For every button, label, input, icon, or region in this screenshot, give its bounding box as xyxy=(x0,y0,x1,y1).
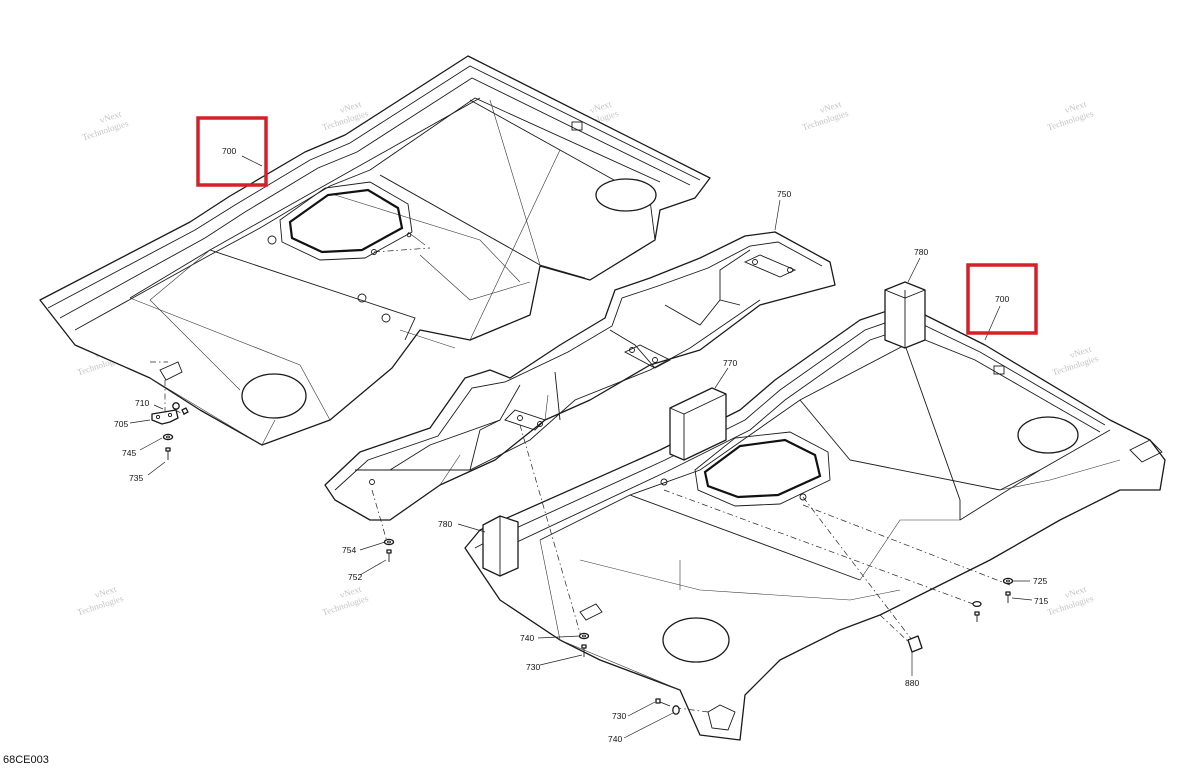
leader-lines xyxy=(129,155,1033,739)
bracket-icon xyxy=(151,409,179,425)
highlight-boxes xyxy=(196,116,1038,335)
screw-icon xyxy=(581,644,587,657)
callout-730-bottom[interactable]: 730 xyxy=(612,711,626,721)
screw-icon xyxy=(655,698,671,707)
assembly-lines xyxy=(150,247,1011,713)
washer-icon xyxy=(578,632,590,640)
screw-icon xyxy=(974,611,980,622)
washer-icon xyxy=(672,705,680,715)
screw-icon xyxy=(1005,591,1011,603)
screw-icon xyxy=(386,549,392,562)
washer-icon xyxy=(1002,577,1014,585)
hardware-layer xyxy=(151,402,1014,715)
washer-icon xyxy=(162,433,174,441)
highlight-box-700-rear xyxy=(966,263,1038,335)
callout-710[interactable]: 710 xyxy=(135,398,149,408)
callout-labels: 700 710 705 745 735 750 780 700 770 780 … xyxy=(114,146,1048,744)
figure-code: 68CE003 xyxy=(3,754,49,766)
callout-700-front[interactable]: 700 xyxy=(222,146,236,156)
callout-740-bottom[interactable]: 740 xyxy=(608,734,622,744)
callout-752[interactable]: 752 xyxy=(348,572,362,582)
callout-740-center[interactable]: 740 xyxy=(520,633,534,643)
center-tunnel-cover xyxy=(324,231,836,521)
washer-icon xyxy=(383,538,395,546)
callout-880[interactable]: 880 xyxy=(905,678,919,688)
callout-700-rear[interactable]: 700 xyxy=(995,294,1009,304)
callout-750[interactable]: 750 xyxy=(777,189,791,199)
callout-715[interactable]: 715 xyxy=(1034,596,1048,606)
callout-725[interactable]: 725 xyxy=(1033,576,1047,586)
screw-icon xyxy=(165,447,171,460)
nut-icon xyxy=(172,402,189,415)
washer-icon xyxy=(972,600,982,608)
callout-705[interactable]: 705 xyxy=(114,419,128,429)
highlight-box-700-front xyxy=(196,116,268,187)
callout-745[interactable]: 745 xyxy=(122,448,136,458)
callout-754[interactable]: 754 xyxy=(342,545,356,555)
front-floor-panel xyxy=(39,55,711,446)
callout-780-left[interactable]: 780 xyxy=(438,519,452,529)
rear-floor-panel xyxy=(464,281,1166,741)
callout-770[interactable]: 770 xyxy=(723,358,737,368)
callout-730-center[interactable]: 730 xyxy=(526,662,540,672)
callout-735[interactable]: 735 xyxy=(129,473,143,483)
callout-780-top[interactable]: 780 xyxy=(914,247,928,257)
clip-icon xyxy=(907,635,923,653)
